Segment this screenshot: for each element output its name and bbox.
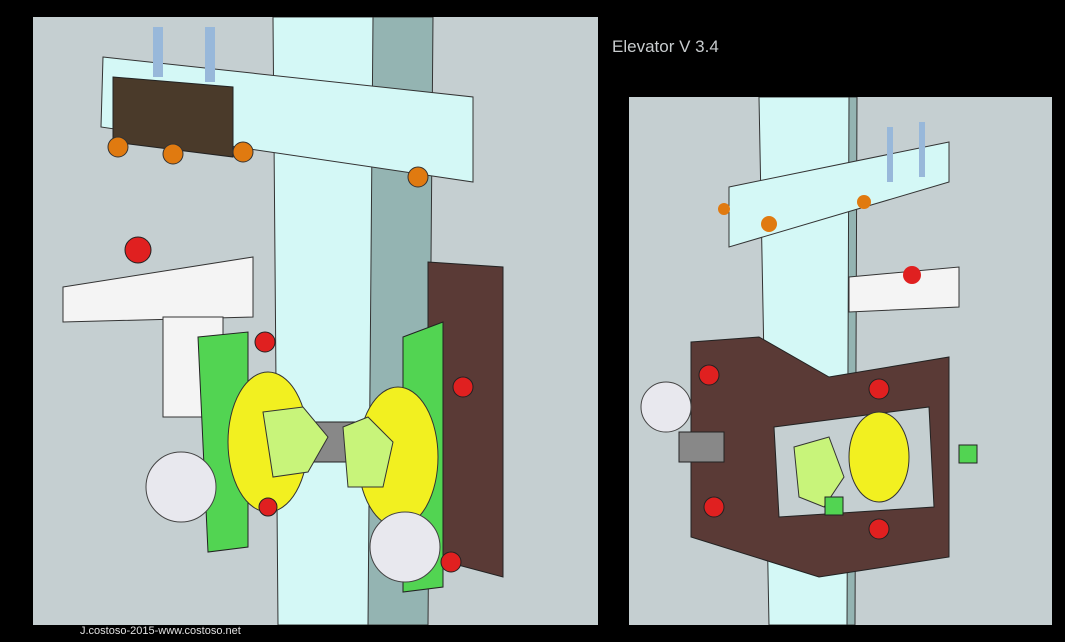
adjuster-block-right	[958, 444, 978, 464]
credit-text: J.costoso-2015-www.costoso.net	[80, 625, 241, 637]
adjuster-block-left	[824, 496, 844, 516]
bearing	[848, 411, 910, 503]
pins	[107, 136, 429, 188]
page-title: Elevator V 3.4	[612, 37, 719, 56]
right-3d-view	[629, 97, 1052, 625]
nut	[793, 436, 845, 508]
switch-plate	[728, 141, 950, 248]
roller-ball-right	[369, 511, 441, 583]
left-3d-view	[33, 17, 598, 625]
nut-left	[262, 406, 329, 478]
elevator-model-closeup	[62, 17, 504, 625]
roller-ball	[640, 381, 692, 433]
wire-2	[205, 27, 215, 82]
microswitch	[112, 76, 234, 158]
bolts	[698, 364, 890, 540]
top-block	[62, 256, 254, 323]
nut-right	[342, 416, 394, 488]
roller-ball-left	[145, 451, 217, 523]
top-block	[848, 266, 960, 313]
elevator-model-overview	[640, 97, 978, 625]
wire-1	[153, 27, 163, 77]
bolts	[124, 236, 474, 573]
